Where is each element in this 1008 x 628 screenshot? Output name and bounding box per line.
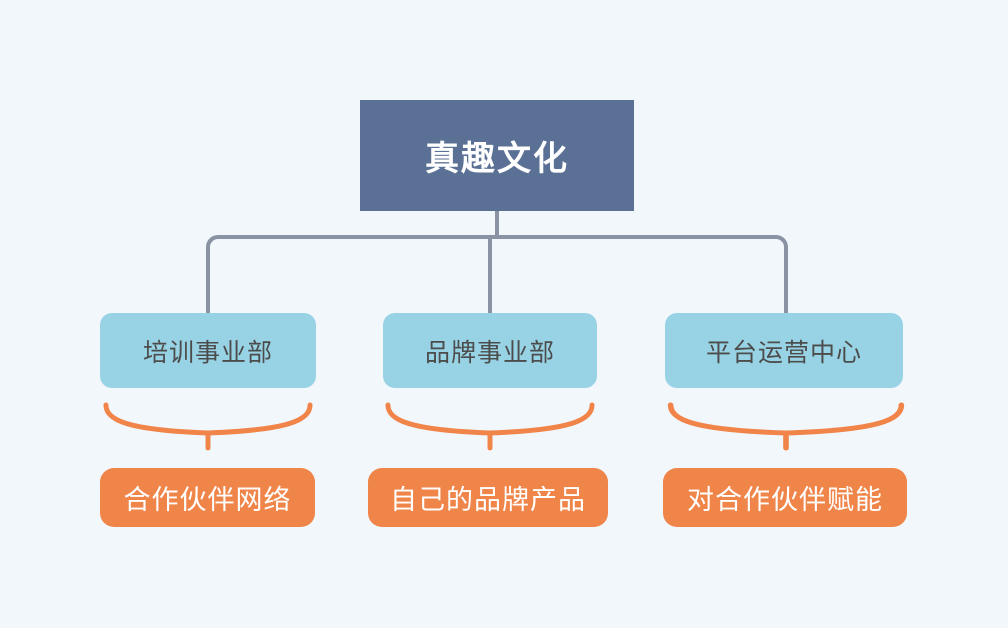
output-node-partner-network: 合作伙伴网络 [100, 468, 315, 527]
brace-icon [667, 402, 905, 451]
department-node-platform-ops: 平台运营中心 [665, 313, 903, 388]
department-node-training: 培训事业部 [100, 313, 316, 388]
connector-root-stub [495, 211, 499, 239]
root-node: 真趣文化 [360, 100, 634, 211]
root-node-label: 真趣文化 [425, 140, 569, 178]
output-label: 自己的品牌产品 [390, 485, 586, 515]
connector-center-drop [488, 239, 492, 313]
output-label: 对合作伙伴赋能 [687, 485, 883, 515]
output-label: 合作伙伴网络 [123, 485, 292, 515]
connector-bracket [206, 235, 788, 313]
department-label: 培训事业部 [142, 338, 273, 367]
department-label: 品牌事业部 [424, 338, 555, 367]
brace-icon [385, 402, 595, 451]
brace-icon [103, 402, 313, 451]
output-node-own-brand-products: 自己的品牌产品 [368, 468, 608, 527]
department-label: 平台运营中心 [705, 338, 862, 367]
output-node-empower-partners: 对合作伙伴赋能 [663, 468, 907, 527]
department-node-brand: 品牌事业部 [383, 313, 597, 388]
